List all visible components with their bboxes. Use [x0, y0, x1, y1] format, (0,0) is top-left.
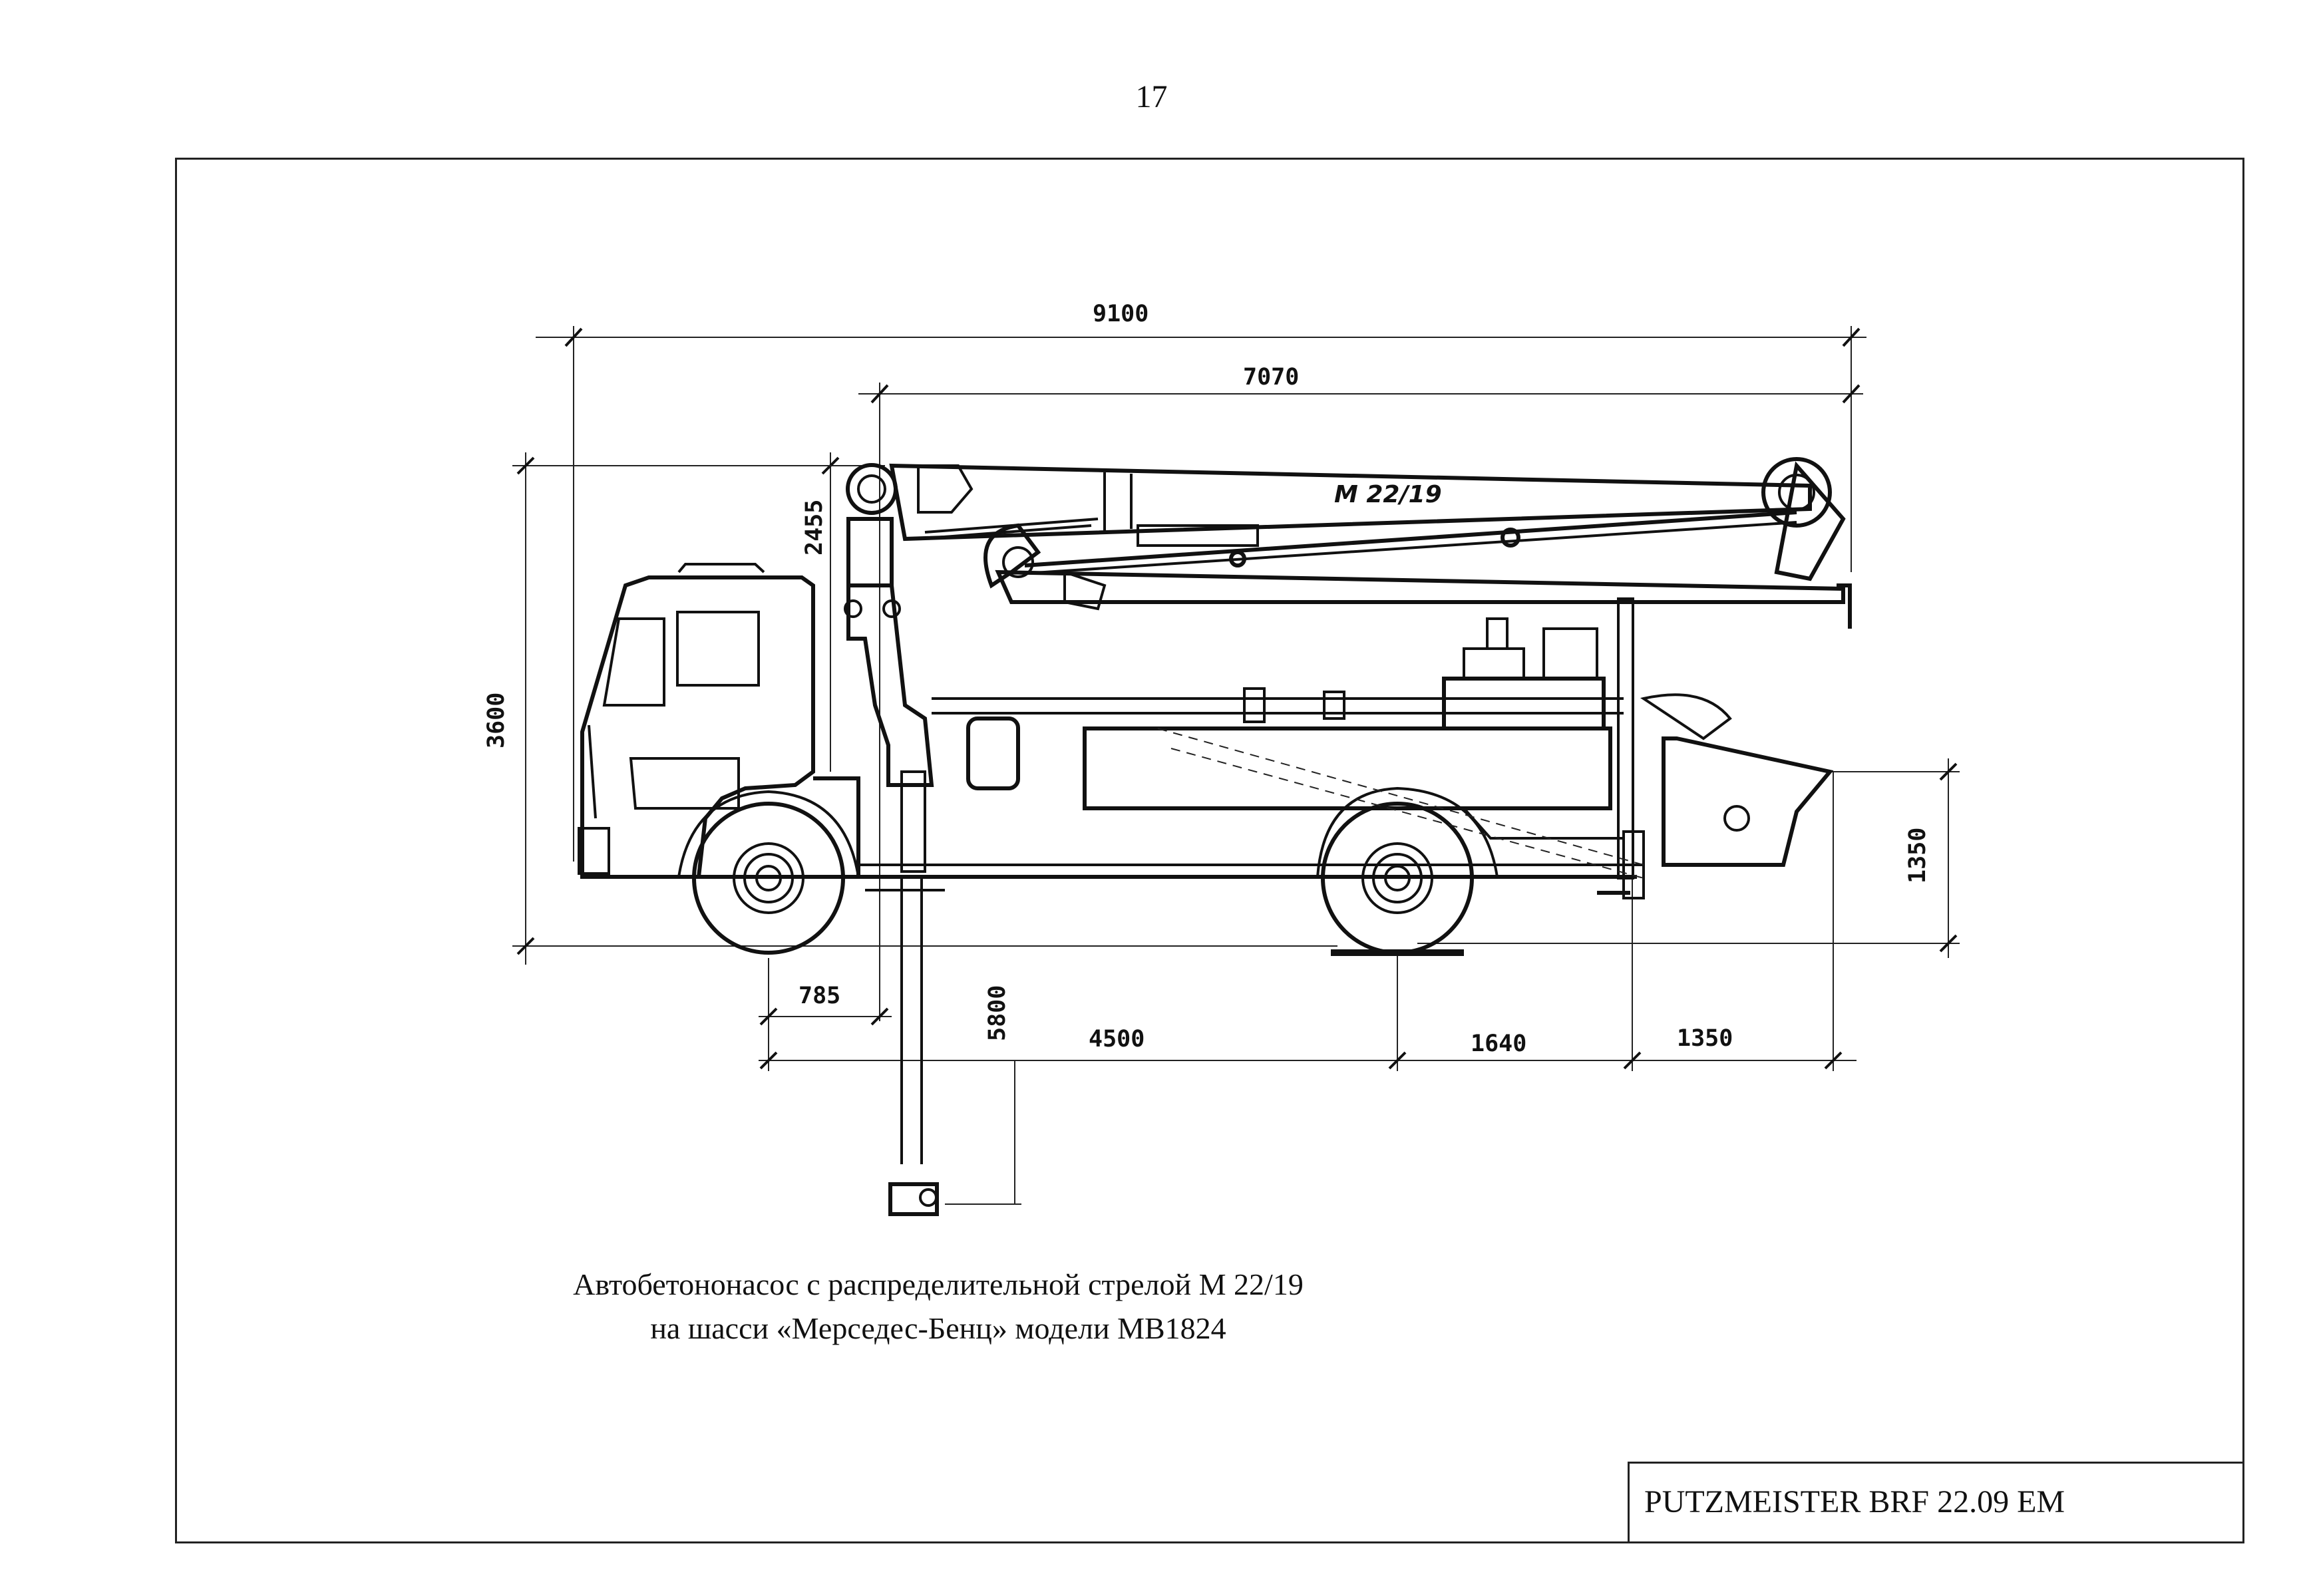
turret [846, 583, 934, 787]
dim-boom-length: 7070 [1243, 364, 1299, 391]
title-block: PUTZMEISTER BRF 22.09 EM [1628, 1462, 2244, 1543]
boom-assembly: M 22/19 [844, 457, 1852, 1216]
dim-front-overhang: 785 [798, 983, 840, 1009]
dim-overall-length: 9100 [1093, 301, 1149, 327]
dimension-labels: 9100 7070 2455 3600 1350 785 5800 4500 1… [483, 301, 1931, 1057]
dim-overall-height: 3600 [483, 693, 510, 748]
rear-wheel [1316, 786, 1499, 956]
title-block-text: PUTZMEISTER BRF 22.09 EM [1644, 1484, 2065, 1519]
caption-line-1: Автобетононасос с распределительной стре… [573, 1267, 1304, 1301]
dim-wheelbase: 4500 [1089, 1026, 1145, 1052]
boom-section-1 [889, 463, 1812, 542]
drawing-frame [175, 158, 2244, 1543]
concrete-hopper [1662, 736, 1834, 867]
boom-model-label: M 22/19 [1334, 481, 1442, 508]
dim-hopper-height: 1350 [1904, 828, 1931, 883]
truck [578, 563, 1834, 956]
dimension-lines [512, 326, 1960, 1205]
caption-line-2: на шасси «Мерседес-Бенц» модели МВ1824 [650, 1311, 1226, 1345]
dim-rear-overhang: 1350 [1677, 1025, 1733, 1052]
page-number: 17 [1135, 79, 1168, 114]
dim-rear-axle-outrigger: 1640 [1471, 1031, 1526, 1057]
chassis-frame [813, 776, 1637, 879]
dim-boom-height: 2455 [801, 500, 828, 556]
pump-unit [1442, 677, 1606, 730]
dim-outrigger-depth: 5800 [984, 985, 1011, 1041]
front-outrigger [900, 770, 926, 873]
drawing-caption: Автобетононасос с распределительной стре… [0, 1263, 1876, 1351]
boom-section-2 [995, 569, 1845, 604]
front-wheel [677, 790, 860, 955]
